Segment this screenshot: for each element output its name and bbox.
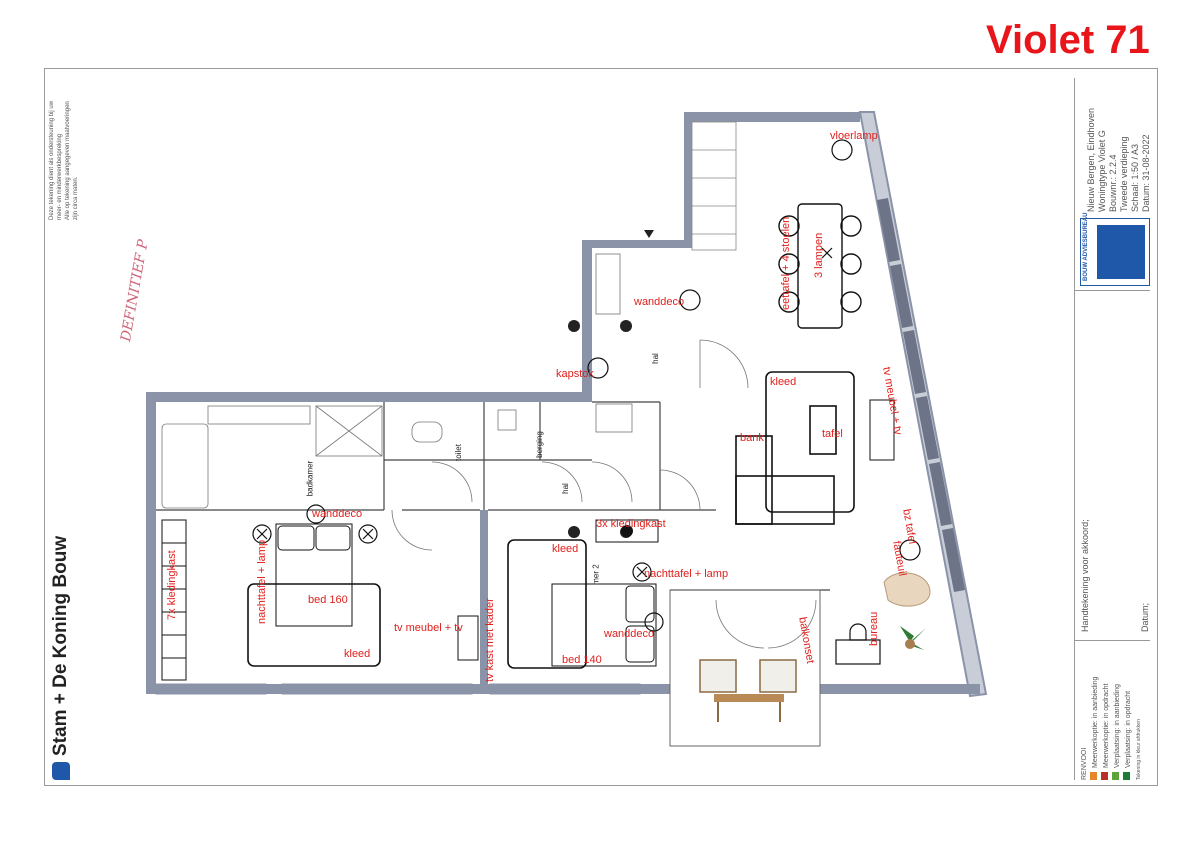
label-nachttafel-lamp-1: nachttafel + lamp [256, 539, 268, 624]
bouwnummer: Bouwnr.: 2.2.4 [1108, 154, 1118, 212]
datum: Datum: 31-08-2022 [1141, 134, 1151, 212]
drawing-sheet [44, 68, 1158, 786]
balcony-set-icon [699, 659, 797, 722]
label-bureau: bureau [868, 611, 880, 646]
legend: RENVOOI Meerwerkoptie: in aanbieding Mee… [1080, 677, 1144, 780]
label-wanddeco-bedroom1: wanddeco [312, 508, 363, 520]
wall-kitchen-west [684, 112, 692, 248]
bedroom2-lamp-cross [636, 566, 648, 578]
room-label-slaapkamer: mer 2 [591, 564, 601, 585]
kitchen-units [691, 121, 737, 251]
label-eettafel: eettafel + 4 stoelen [780, 216, 792, 310]
woningtype: Woningtype Violet G [1097, 130, 1107, 212]
legend-title: RENVOOI [1081, 747, 1088, 780]
plant-pot [905, 639, 915, 649]
lamp-cross-icon [821, 247, 833, 259]
adviesbureau-logo: BOUW ADVIESBUREAU [1080, 213, 1150, 286]
title-block-text: Nieuw Bergen, Eindhoven Woningtype Viole… [1086, 108, 1152, 212]
label-vloerlamp: vloerlamp [830, 130, 878, 142]
doors [391, 461, 817, 649]
bedroom1-furniture [161, 504, 479, 681]
legend-swatch [1112, 772, 1119, 780]
legend-item: Meerwerkoptie: in opdracht [1101, 677, 1112, 780]
room-label-hal: hal [560, 483, 570, 494]
label-bed-160: bed 160 [308, 594, 348, 606]
adviesbureau-logo-icon [1097, 225, 1145, 279]
label-kleed-bedroom2: kleed [552, 543, 579, 555]
label-kleed-bedroom1: kleed [344, 648, 371, 660]
adviesbureau-label: BOUW ADVIESBUREAU [1083, 212, 1089, 281]
label-bed-140: bed 140 [562, 654, 602, 666]
label-tafel: tafel [822, 428, 843, 440]
living-furniture [735, 371, 895, 525]
fixture-dots [568, 320, 632, 538]
legend-item: Verplaatsing: in opdracht [1123, 677, 1134, 780]
bedroom2-furniture [507, 519, 664, 669]
legend-swatch [1123, 772, 1130, 780]
room-label-toilet: toilet [453, 444, 463, 461]
wall-north-living [684, 112, 860, 122]
wall-north-bedrooms [146, 392, 592, 402]
east-windows [877, 198, 965, 592]
room-label-badkamer: badkamer [305, 460, 315, 497]
wall-deco-hall-icon [679, 289, 701, 311]
bathroom-fixtures [161, 405, 517, 509]
room-label-hal-2: hal [650, 353, 660, 364]
signature-datum: Datum; [1140, 602, 1150, 632]
legend-footnote: Tekening in kleur afdrukken [1136, 719, 1142, 780]
label-tv-meubel-bedroom: tv meubel + tv [394, 622, 463, 634]
coat-rack-icon [587, 357, 609, 379]
title-block-frame [1074, 78, 1151, 780]
floor-lamp-icon [831, 139, 853, 161]
legend-swatch [1101, 772, 1108, 780]
wall-west [146, 392, 156, 694]
legend-item: Verplaatsing: in aanbieding [1112, 677, 1123, 780]
label-7x-kledingkast: 7x kledingkast [166, 550, 178, 620]
wardrobe-dot [621, 525, 633, 537]
title-block-divider [1074, 290, 1150, 291]
legend-item: Meerwerkoptie: in aanbieding [1090, 677, 1101, 780]
room-label-berging: berging [534, 431, 544, 458]
wall-south-bedrooms [146, 684, 668, 694]
signature-label: Handtekening voor akkoord; [1080, 519, 1090, 632]
entrance-arrow-icon [644, 230, 654, 238]
project-name: Nieuw Bergen, Eindhoven [1086, 107, 1096, 212]
legend-swatch [1090, 772, 1097, 780]
label-nachttafel-lamp-2: nachttafel + lamp [644, 568, 729, 580]
label-wanddeco-bedroom2: wanddeco [604, 628, 655, 640]
schaal: Schaal: 1:50 / A3 [1130, 143, 1140, 212]
label-tv-kast-kader: tv kast met kader [484, 598, 496, 682]
label-bank: bank [740, 432, 764, 444]
label-kapstok: kapstok [556, 368, 594, 380]
verdieping: Tweede verdieping [1119, 136, 1129, 212]
hall-fixtures [595, 253, 749, 433]
page-title: Violet 71 [986, 18, 1150, 62]
label-3-lampen: 3 lampen [813, 232, 825, 278]
side-table-icon [899, 539, 921, 561]
desk-drawing [835, 623, 881, 665]
balcony-outline [669, 589, 821, 747]
bedroom1-lamp-crosses [256, 528, 374, 540]
dining-table-drawing [778, 203, 862, 329]
armchair-icon [883, 572, 931, 607]
walls [146, 112, 860, 694]
label-kleed-living: kleed [770, 376, 797, 388]
label-wanddeco-hal: wanddeco [634, 296, 685, 308]
title-block-divider [1074, 640, 1150, 641]
wall-hall-north [582, 240, 686, 248]
label-3x-kledingkast: 3x kledingkast [596, 518, 666, 530]
wall-hall-west [582, 240, 592, 402]
wall-bedroom-divider [480, 510, 488, 688]
